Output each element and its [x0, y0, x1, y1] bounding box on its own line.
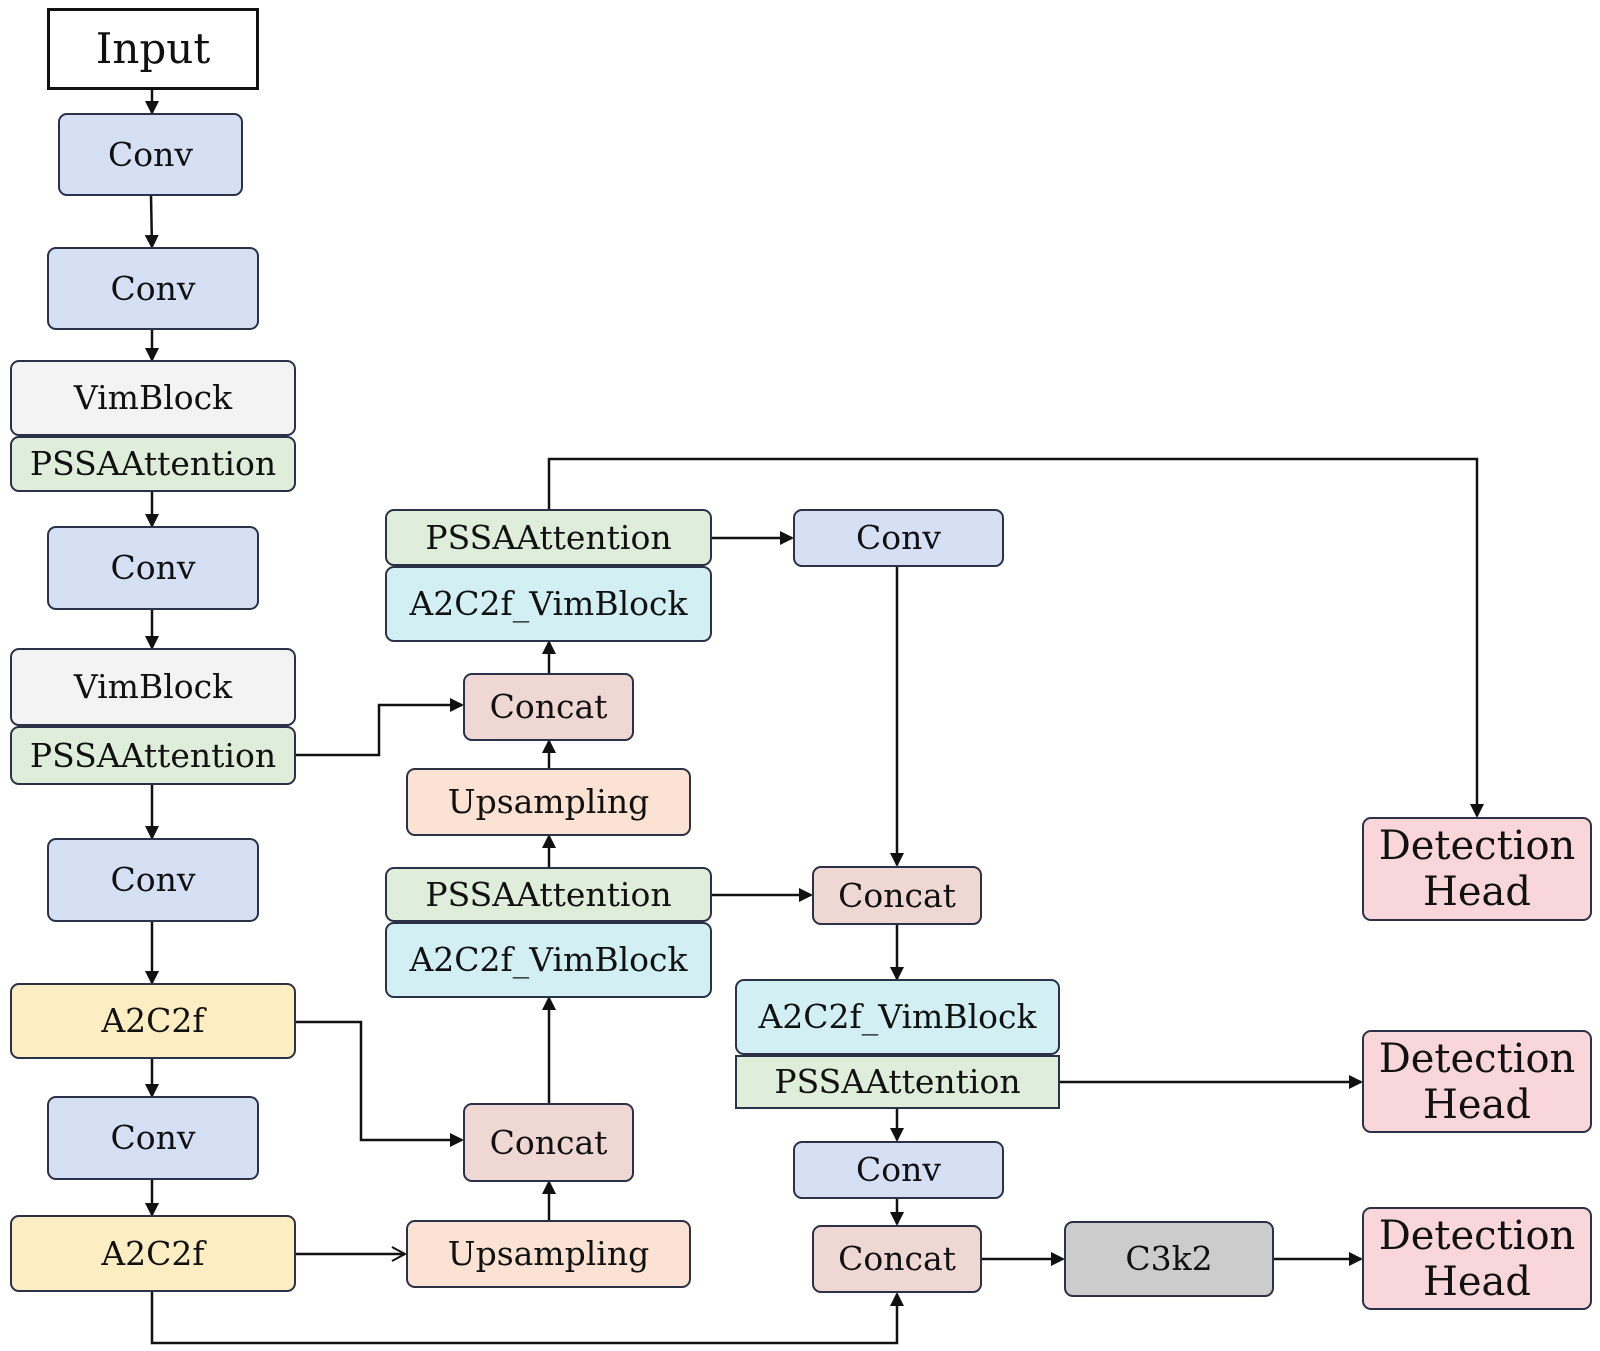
upsampling-node-mid: Upsampling — [406, 768, 691, 836]
detection-head-3: Detection Head — [1362, 1207, 1592, 1310]
detection-head-2: Detection Head — [1362, 1030, 1592, 1133]
pssa-attention-node-2: PSSAAttention — [10, 726, 296, 785]
conv-node-right-top: Conv — [793, 509, 1004, 567]
concat-node-right-mid: Concat — [812, 866, 982, 925]
input-node: Input — [47, 8, 259, 90]
pssa-attention-node-mid: PSSAAttention — [385, 867, 712, 922]
conv-node-2: Conv — [47, 247, 259, 330]
concat-node-mid: Concat — [463, 673, 634, 741]
a2c2f-node-2: A2C2f — [10, 1215, 296, 1292]
concat-node-low: Concat — [463, 1103, 634, 1182]
detection-head-1: Detection Head — [1362, 817, 1592, 921]
a2c2f-vimblock-node-mid: A2C2f_VimBlock — [385, 922, 712, 998]
a2c2f-vimblock-node-right: A2C2f_VimBlock — [735, 979, 1060, 1055]
edge-a2c2f1-concat-low — [294, 1020, 464, 1147]
pssa-attention-node-right: PSSAAttention — [735, 1055, 1060, 1109]
upsampling-node-low: Upsampling — [406, 1220, 691, 1288]
pssa-attention-node-top: PSSAAttention — [385, 509, 712, 566]
edge-conv1-conv2 — [144, 195, 159, 249]
pssa-attention-node-1: PSSAAttention — [10, 436, 296, 492]
edge-pssa2-concat-mid — [294, 698, 464, 757]
conv-node-1: Conv — [58, 113, 243, 196]
conv-node-3: Conv — [47, 526, 259, 610]
conv-node-5: Conv — [47, 1096, 259, 1180]
edge-pssa-top-detection-head-1 — [547, 457, 1484, 818]
conv-node-4: Conv — [47, 838, 259, 922]
vimblock-node-2: VimBlock — [10, 648, 296, 726]
a2c2f-vimblock-node-top: A2C2f_VimBlock — [385, 566, 712, 642]
vimblock-node-1: VimBlock — [10, 360, 296, 436]
conv-node-right-low: Conv — [793, 1141, 1004, 1199]
c3k2-node: C3k2 — [1064, 1221, 1274, 1297]
concat-node-right-low: Concat — [812, 1225, 982, 1293]
edge-a2c2f2-concat-right-low — [150, 1292, 904, 1345]
a2c2f-node-1: A2C2f — [10, 983, 296, 1059]
